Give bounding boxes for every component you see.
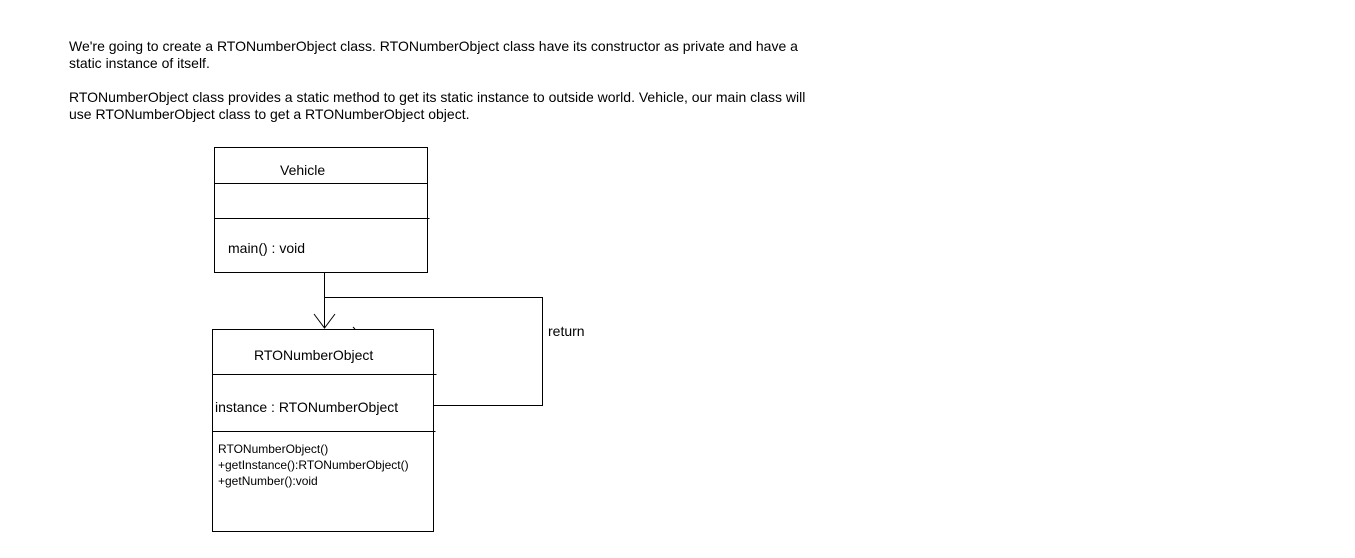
rto-method-constructor: RTONumberObject() — [218, 442, 328, 456]
return-loop-path — [324, 297, 543, 406]
rto-method-getnumber: +getNumber():void — [218, 474, 318, 488]
rto-method-getinstance: +getInstance():RTONumberObject() — [218, 458, 409, 472]
intro-line-1: We're going to create a RTONumberObject … — [69, 38, 798, 54]
intro-paragraph-1: We're going to create a RTONumberObject … — [69, 38, 869, 72]
dependency-arrow-head — [313, 313, 336, 329]
arrow-stray-mark — [352, 326, 356, 330]
vehicle-class-name: Vehicle — [280, 162, 325, 178]
intro-paragraph-2: RTONumberObject class provides a static … — [69, 89, 869, 123]
vehicle-class: Vehicle main() : void — [214, 147, 430, 273]
intro-line-4: use RTONumberObject class to get a RTONu… — [69, 106, 470, 122]
return-label: return — [548, 323, 585, 339]
dependency-arrow — [313, 272, 356, 330]
rto-attribute-instance: instance : RTONumberObject — [215, 399, 398, 415]
rto-class-box — [212, 329, 434, 532]
vehicle-method-main: main() : void — [228, 240, 305, 256]
return-loop: return — [324, 297, 585, 406]
intro-line-3: RTONumberObject class provides a static … — [69, 89, 806, 105]
rto-class: RTONumberObject instance : RTONumberObje… — [212, 329, 437, 532]
rto-class-name: RTONumberObject — [254, 347, 373, 363]
vehicle-class-box — [214, 147, 428, 273]
intro-line-2: static instance of itself. — [69, 55, 210, 71]
